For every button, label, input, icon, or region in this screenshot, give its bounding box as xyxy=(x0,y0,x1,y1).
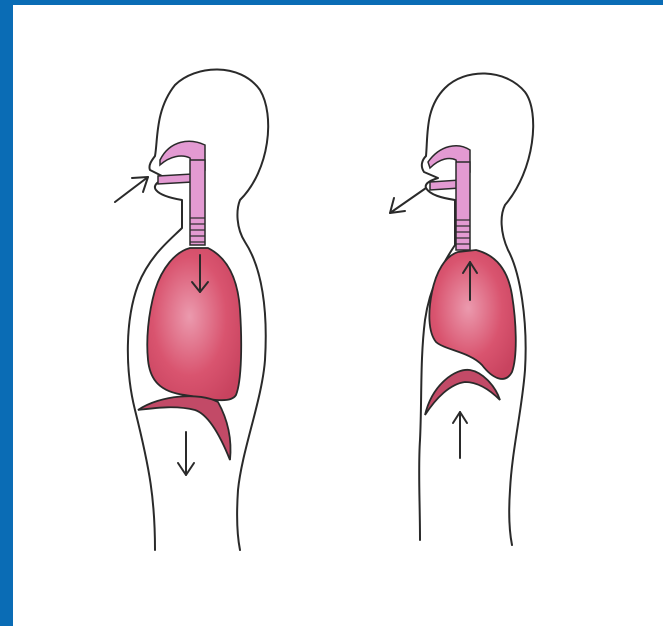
mouth-passage-left xyxy=(158,174,192,184)
trachea-left xyxy=(190,160,205,245)
diaphragm-arrow-up xyxy=(453,412,467,458)
figure-exhalation xyxy=(390,73,533,545)
diaphragm-arrow-down xyxy=(178,432,194,475)
lung-left xyxy=(147,248,241,400)
diaphragm-left xyxy=(138,396,231,460)
diaphragm-right xyxy=(425,370,500,415)
airflow-in-arrow xyxy=(115,177,148,202)
figure-inhalation xyxy=(115,69,268,550)
lung-right xyxy=(429,250,515,379)
airflow-out-arrow xyxy=(390,188,426,213)
trachea-right xyxy=(456,162,470,250)
